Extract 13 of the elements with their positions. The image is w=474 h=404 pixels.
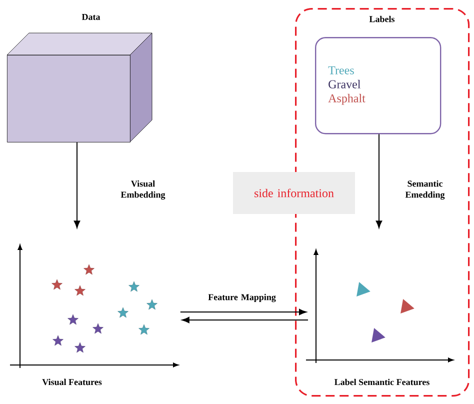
note-box: side information — [233, 172, 355, 214]
heading: Data — [82, 14, 100, 20]
edge-label: Semantic Emedding — [405, 180, 445, 200]
axis-title: Visual Features — [42, 378, 102, 386]
edge-label: Feature Mapping — [208, 294, 276, 302]
edge-label: Visual Embedding — [120, 180, 166, 200]
arrow — [182, 316, 308, 324]
label-box: Trees Gravel Asphalt — [315, 37, 442, 134]
arrow — [180, 308, 306, 316]
heading: Labels — [369, 16, 395, 22]
axis-title: Label Semantic Features — [334, 378, 430, 386]
arrow — [74, 142, 80, 228]
arrow — [376, 134, 382, 228]
